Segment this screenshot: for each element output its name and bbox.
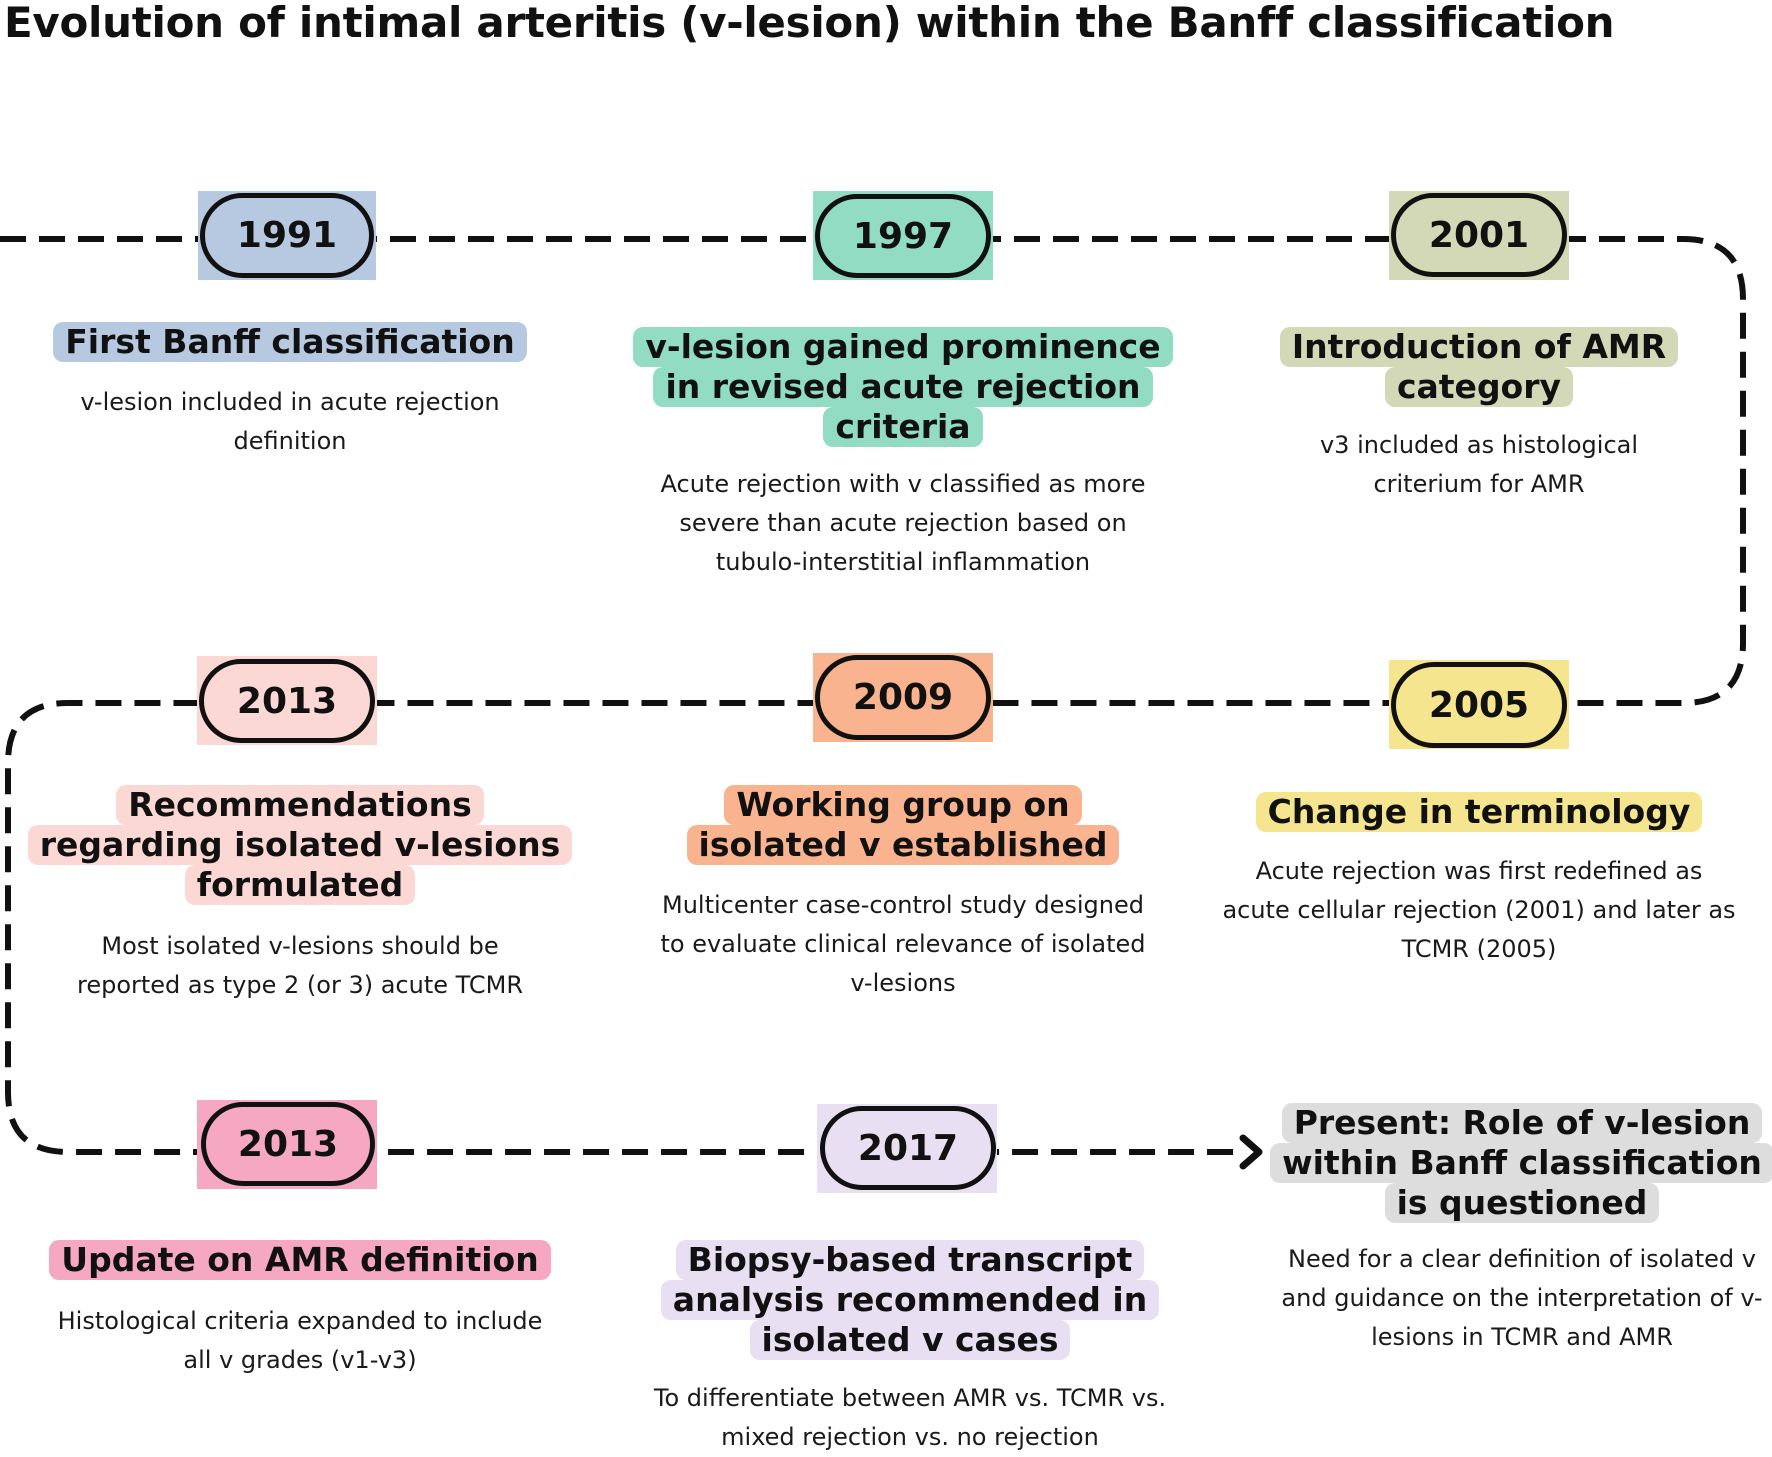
year-badge-2013-recommendations: 2013: [197, 656, 377, 745]
headline-line-2: analysis recommended in: [660, 1280, 1160, 1320]
description-line-2: to evaluate clinical relevance of isolat…: [660, 930, 1146, 958]
description-2001: v3 included as histological criterium for…: [1229, 426, 1729, 504]
description-line-1: v3 included as histological: [1319, 431, 1639, 459]
description-2005: Acute rejection was first redefined as ac…: [1199, 852, 1759, 969]
description-1997: Acute rejection with v classified as mor…: [603, 465, 1203, 582]
headline-line-2: isolated v established: [686, 825, 1120, 865]
year-badge-2001: 2001: [1389, 191, 1569, 280]
headline-line-3: is questioned: [1384, 1183, 1660, 1223]
headline-line-2: regarding isolated v-lesions: [27, 825, 573, 865]
headline-line-2: in revised acute rejection: [653, 367, 1153, 407]
description-line-2: acute cellular rejection (2001) and late…: [1222, 896, 1736, 924]
year-badge-2013-amr: 2013: [197, 1100, 377, 1189]
description-line-2: mixed rejection vs. no rejection: [721, 1423, 1099, 1451]
description-line-1: Histological criteria expanded to includ…: [57, 1307, 543, 1335]
headline-1991: First Banff classification: [40, 322, 540, 362]
year-label-1997: 1997: [815, 194, 991, 278]
year-label-2013-recommendations: 2013: [199, 659, 375, 743]
description-line-1: Need for a clear definition of isolated …: [1288, 1245, 1756, 1273]
description-2017: To differentiate between AMR vs. TCMR vs…: [605, 1379, 1215, 1457]
year-label-2017: 2017: [820, 1106, 996, 1190]
description-line-1: Multicenter case-control study designed: [662, 891, 1144, 919]
description-line-3: lesions in TCMR and AMR: [1371, 1323, 1673, 1351]
headline-line-1: v-lesion gained prominence: [633, 327, 1173, 367]
headline-line-2: category: [1384, 367, 1574, 407]
page-title: Evolution of intimal arteritis (v-lesion…: [4, 0, 1615, 47]
description-line-3: TCMR (2005): [1401, 935, 1557, 963]
description-line-2: all v grades (v1-v3): [183, 1346, 417, 1374]
description-line-2: reported as type 2 (or 3) acute TCMR: [76, 971, 524, 999]
year-label-2005: 2005: [1391, 662, 1567, 748]
headline-line-1: Change in terminology: [1255, 792, 1703, 832]
headline-line-1: Working group on: [724, 785, 1082, 825]
headline-line-3: isolated v cases: [749, 1320, 1071, 1360]
headline-line-1: Update on AMR definition: [49, 1240, 551, 1280]
description-present: Need for a clear definition of isolated …: [1262, 1240, 1772, 1357]
description-line-3: tubulo-interstitial inflammation: [715, 548, 1091, 576]
headline-line-2: within Banff classification: [1270, 1143, 1772, 1183]
description-line-2: definition: [233, 427, 347, 455]
headline-line-3: criteria: [823, 407, 983, 447]
year-label-2001: 2001: [1391, 193, 1567, 277]
description-line-2: and guidance on the interpretation of v-: [1281, 1284, 1763, 1312]
description-line-1: To differentiate between AMR vs. TCMR vs…: [653, 1384, 1167, 1412]
description-2013-recommendations: Most isolated v-lesions should be reporte…: [20, 927, 580, 1005]
description-line-2: criterium for AMR: [1373, 470, 1585, 498]
description-2013-amr: Histological criteria expanded to includ…: [20, 1302, 580, 1380]
year-badge-1991: 1991: [198, 191, 376, 280]
headline-line-1: Introduction of AMR: [1279, 327, 1679, 367]
year-label-2013-amr: 2013: [201, 1102, 375, 1186]
year-label-1991: 1991: [200, 193, 374, 278]
year-label-2009: 2009: [815, 655, 991, 740]
description-1991: v-lesion included in acute rejection defi…: [40, 383, 540, 461]
headline-line-3: formulated: [184, 865, 416, 905]
description-line-1: Acute rejection with v classified as mor…: [660, 470, 1146, 498]
timeline-arrowhead-icon: [1239, 1134, 1263, 1170]
headline-2013-amr: Update on AMR definition: [20, 1240, 580, 1280]
description-line-3: v-lesions: [850, 969, 956, 997]
headline-line-1: Recommendations: [116, 785, 484, 825]
headline-line-1: Biopsy-based transcript: [675, 1240, 1145, 1280]
year-badge-2005: 2005: [1389, 660, 1569, 749]
headline-line-1: First Banff classification: [53, 322, 527, 362]
year-badge-1997: 1997: [813, 191, 993, 280]
description-line-1: Most isolated v-lesions should be: [101, 932, 499, 960]
headline-2005: Change in terminology: [1199, 792, 1759, 832]
description-line-2: severe than acute rejection based on: [679, 509, 1127, 537]
description-line-1: Acute rejection was first redefined as: [1255, 857, 1703, 885]
description-line-1: v-lesion included in acute rejection: [80, 388, 500, 416]
year-badge-2009: 2009: [813, 653, 993, 742]
description-2009: Multicenter case-control study designed t…: [603, 886, 1203, 1003]
headline-line-1: Present: Role of v-lesion: [1281, 1103, 1763, 1143]
year-badge-2017: 2017: [817, 1104, 997, 1193]
